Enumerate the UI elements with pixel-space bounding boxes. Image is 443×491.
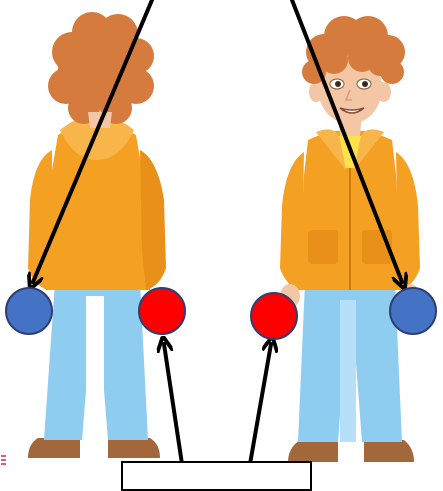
edge-mark bbox=[0, 452, 6, 470]
right-red-dot bbox=[251, 293, 297, 339]
arrow-to-right-red-dot bbox=[250, 344, 271, 464]
right-figure-left-pocket bbox=[308, 230, 338, 264]
right-figure-left-shoe bbox=[288, 440, 338, 462]
right-figure-jeans-gap bbox=[340, 300, 356, 442]
right-figure-right-shoe bbox=[364, 440, 414, 462]
right-figure-right-arm bbox=[396, 152, 420, 290]
label-box bbox=[121, 461, 312, 491]
left-figure-left-shoe bbox=[28, 438, 80, 458]
right-figure-left-arm bbox=[280, 152, 304, 290]
left-blue-dot bbox=[6, 288, 52, 334]
right-figure-right-ear bbox=[377, 82, 391, 102]
diagram-canvas bbox=[0, 0, 443, 474]
right-blue-dot bbox=[390, 288, 436, 334]
front-view-figure bbox=[280, 16, 420, 462]
back-view-figure bbox=[28, 12, 166, 458]
arrow-to-left-red-dot bbox=[164, 344, 182, 464]
left-figure-jeans-gap bbox=[86, 296, 104, 440]
left-figure-right-shoe bbox=[108, 438, 160, 458]
right-figure-left-ear bbox=[309, 82, 323, 102]
left-red-dot bbox=[139, 288, 185, 334]
